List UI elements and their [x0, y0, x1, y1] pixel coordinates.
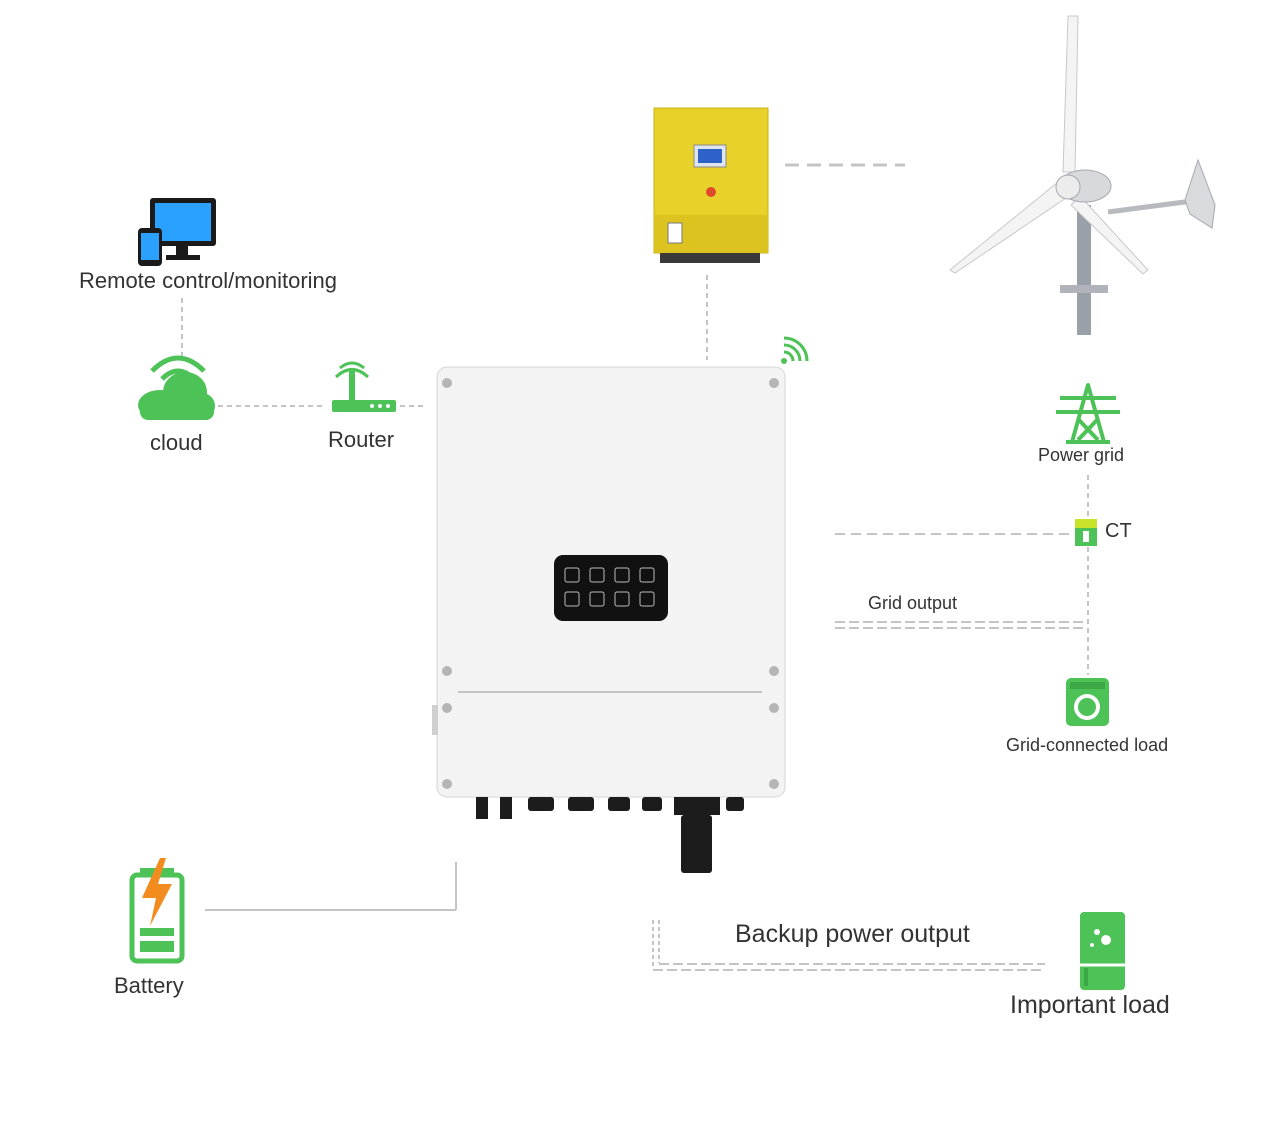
- battery-icon: [129, 858, 185, 964]
- hybrid-inverter: [432, 366, 786, 873]
- ct-sensor-icon: [1075, 519, 1097, 546]
- important-load-label: Important load: [1010, 991, 1170, 1019]
- wifi-cloud-icon: [138, 355, 215, 420]
- remote-monitoring-label: Remote control/monitoring: [79, 268, 338, 293]
- inverter-connectors: [476, 797, 744, 873]
- wifi-signal-icon: [781, 336, 809, 364]
- refrigerator-icon: [1080, 912, 1125, 990]
- grid-connected-load-label: Grid-connected load: [1006, 735, 1169, 755]
- inverter-control-panel: [554, 555, 668, 621]
- connection-lines: [181, 163, 1089, 971]
- washing-machine-icon: [1066, 678, 1109, 726]
- battery-label: Battery: [114, 973, 184, 998]
- router-icon: [332, 361, 396, 412]
- wind-turbine: [949, 15, 1216, 335]
- wind-controller: [653, 107, 769, 263]
- cloud-label: cloud: [150, 430, 203, 455]
- computer-monitor-icon: [150, 198, 216, 260]
- smartphone-icon: [138, 228, 162, 266]
- backup-power-output-label: Backup power output: [735, 920, 970, 948]
- grid-output-label: Grid output: [868, 593, 958, 613]
- ct-label: CT: [1105, 520, 1132, 542]
- transmission-tower-icon: [1056, 383, 1120, 444]
- power-grid-label: Power grid: [1038, 445, 1125, 465]
- router-label: Router: [328, 427, 395, 452]
